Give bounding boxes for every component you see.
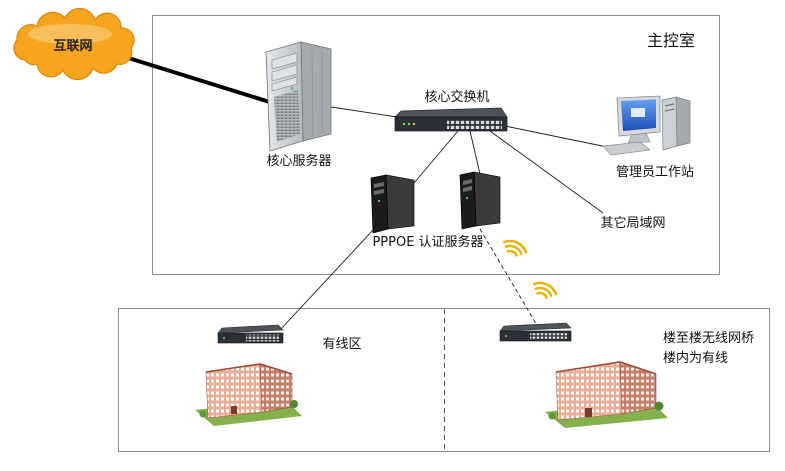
pppoe-server-2-power-led	[465, 196, 469, 200]
tree	[199, 410, 207, 418]
wifi-wave-arc	[534, 286, 553, 298]
cloud-icon	[13, 7, 135, 81]
control-room-boundary	[152, 15, 720, 275]
link-switch-to-workstation	[504, 125, 613, 149]
other-lan-label: 其它局域网	[600, 215, 665, 231]
pppoe-server-1-drive-bay	[374, 189, 384, 195]
workstation-drive-slot	[664, 108, 675, 112]
pppoe-server-2-drive-bay	[463, 179, 472, 185]
building-entrance	[585, 408, 592, 417]
wireless-zone-switch-ports	[530, 332, 567, 340]
link-server-to-switch	[330, 106, 398, 118]
keyboard	[602, 141, 651, 156]
link-switch-to-pppoe-server-1	[413, 130, 459, 184]
wired-zone-switch-top-face	[217, 324, 284, 334]
control-room-label: 主控室	[647, 31, 695, 50]
building-side-wing	[259, 363, 293, 413]
core-switch-label: 核心交换机	[424, 89, 489, 105]
wireless-zone-switch-led	[505, 335, 507, 337]
pppoe-server-label: PPPOE 认证服务器	[372, 234, 483, 250]
network-switch-icon	[217, 324, 284, 344]
pppoe-server-2-drive-bay	[463, 186, 472, 192]
wifi-wave-arc	[504, 244, 523, 256]
wifi-wave-arc	[503, 239, 528, 254]
pppoe-server-1-drive-bay	[374, 182, 384, 188]
server-tower-icon	[370, 174, 415, 234]
wired-zone-switch-ports	[246, 334, 279, 342]
workstation-tower-side	[675, 96, 691, 147]
core-server-vent-grille	[274, 90, 300, 142]
building-roof-parapet	[555, 361, 657, 375]
link-switch-to-other-lan	[489, 130, 604, 214]
building-roof-parapet	[205, 363, 293, 375]
core-switch-led	[402, 122, 406, 126]
internet-label: 互联网	[53, 39, 92, 54]
wireless-bridge-label: 楼至楼无线网桥	[663, 331, 754, 346]
core-server-side-groove	[311, 49, 314, 137]
tree	[548, 412, 556, 420]
wired-zone-switch-led	[223, 337, 225, 339]
link-switch-to-pppoe-server-2	[469, 130, 481, 175]
tree	[654, 401, 664, 411]
core-switch-led	[407, 122, 411, 126]
building-side-wing	[619, 361, 657, 415]
core-server-drive-bay	[271, 64, 298, 82]
tree	[290, 400, 298, 408]
building-entrance	[231, 406, 237, 414]
wireless-zone-switch-top-face	[499, 322, 572, 332]
building-icon	[195, 363, 302, 426]
server-tower-icon	[459, 171, 501, 230]
wifi-wave-arc	[536, 291, 548, 299]
network-switch-icon	[499, 322, 572, 342]
core-switch-led	[412, 122, 416, 126]
buildings-area-boundary	[118, 308, 770, 452]
desktop-computer-icon	[602, 95, 691, 156]
cloud-shape	[13, 7, 135, 81]
wifi-waves-icon	[503, 239, 528, 257]
core-server-icon	[265, 41, 332, 152]
internet-uplink	[121, 54, 277, 106]
core-server-side-panel	[300, 41, 332, 142]
network-switch-icon	[394, 107, 508, 132]
wired-zone-label: 有线区	[322, 337, 361, 352]
workstation-drive-slot	[664, 103, 675, 107]
core-server-power-button	[290, 86, 294, 90]
wifi-wave-arc	[506, 249, 518, 257]
wifi-waves-icon	[533, 281, 558, 299]
core-server-label: 核心服务器	[266, 153, 331, 169]
pppoe-server-1-power-led	[377, 199, 381, 203]
pppoe-server-1-side	[385, 174, 415, 230]
building-icon	[545, 361, 668, 428]
wifi-wave-arc	[533, 281, 558, 296]
core-server-drive-bay	[271, 52, 298, 70]
monitor-screen-window	[631, 108, 645, 117]
core-switch-ports	[447, 119, 502, 129]
cloud-highlight	[28, 24, 112, 44]
core-server-drive-bay	[271, 76, 298, 92]
wireless-bridge-link	[479, 228, 539, 328]
indoor-wired-label: 楼内为有线	[663, 350, 728, 366]
pppoe-server-2-side	[473, 171, 501, 227]
admin-workstation-label: 管理员工作站	[616, 165, 694, 180]
core-switch-top-face	[394, 107, 508, 118]
